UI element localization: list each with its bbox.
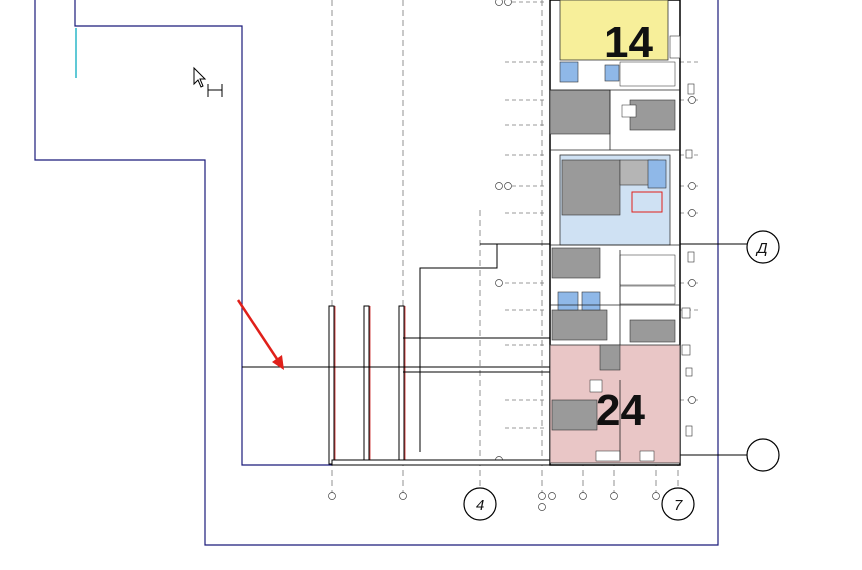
axis-label-d: Д bbox=[755, 240, 768, 257]
axis-label-7: 7 bbox=[674, 497, 683, 514]
unit-24-label: 24 bbox=[596, 386, 645, 435]
axis-bubble-4[interactable]: 4 bbox=[463, 487, 497, 521]
red-highlight bbox=[631, 191, 663, 213]
right-edge-markers bbox=[669, 35, 695, 437]
site-boundary bbox=[34, 0, 719, 546]
axis-bubble-d[interactable]: Д bbox=[746, 230, 780, 264]
axis-label-4: 4 bbox=[476, 497, 484, 514]
building: 14 24 bbox=[549, 0, 681, 466]
axis-bubble-7[interactable]: 7 bbox=[661, 487, 695, 521]
arrow-cursor-icon bbox=[193, 66, 223, 97]
site-boundary-inner bbox=[74, 0, 332, 466]
stair-structure bbox=[242, 305, 551, 466]
unit-14-label: 14 bbox=[604, 18, 653, 67]
red-arrow-icon bbox=[236, 299, 284, 370]
axis-bubble-blank[interactable] bbox=[746, 438, 780, 472]
unit-14-area bbox=[559, 0, 669, 61]
